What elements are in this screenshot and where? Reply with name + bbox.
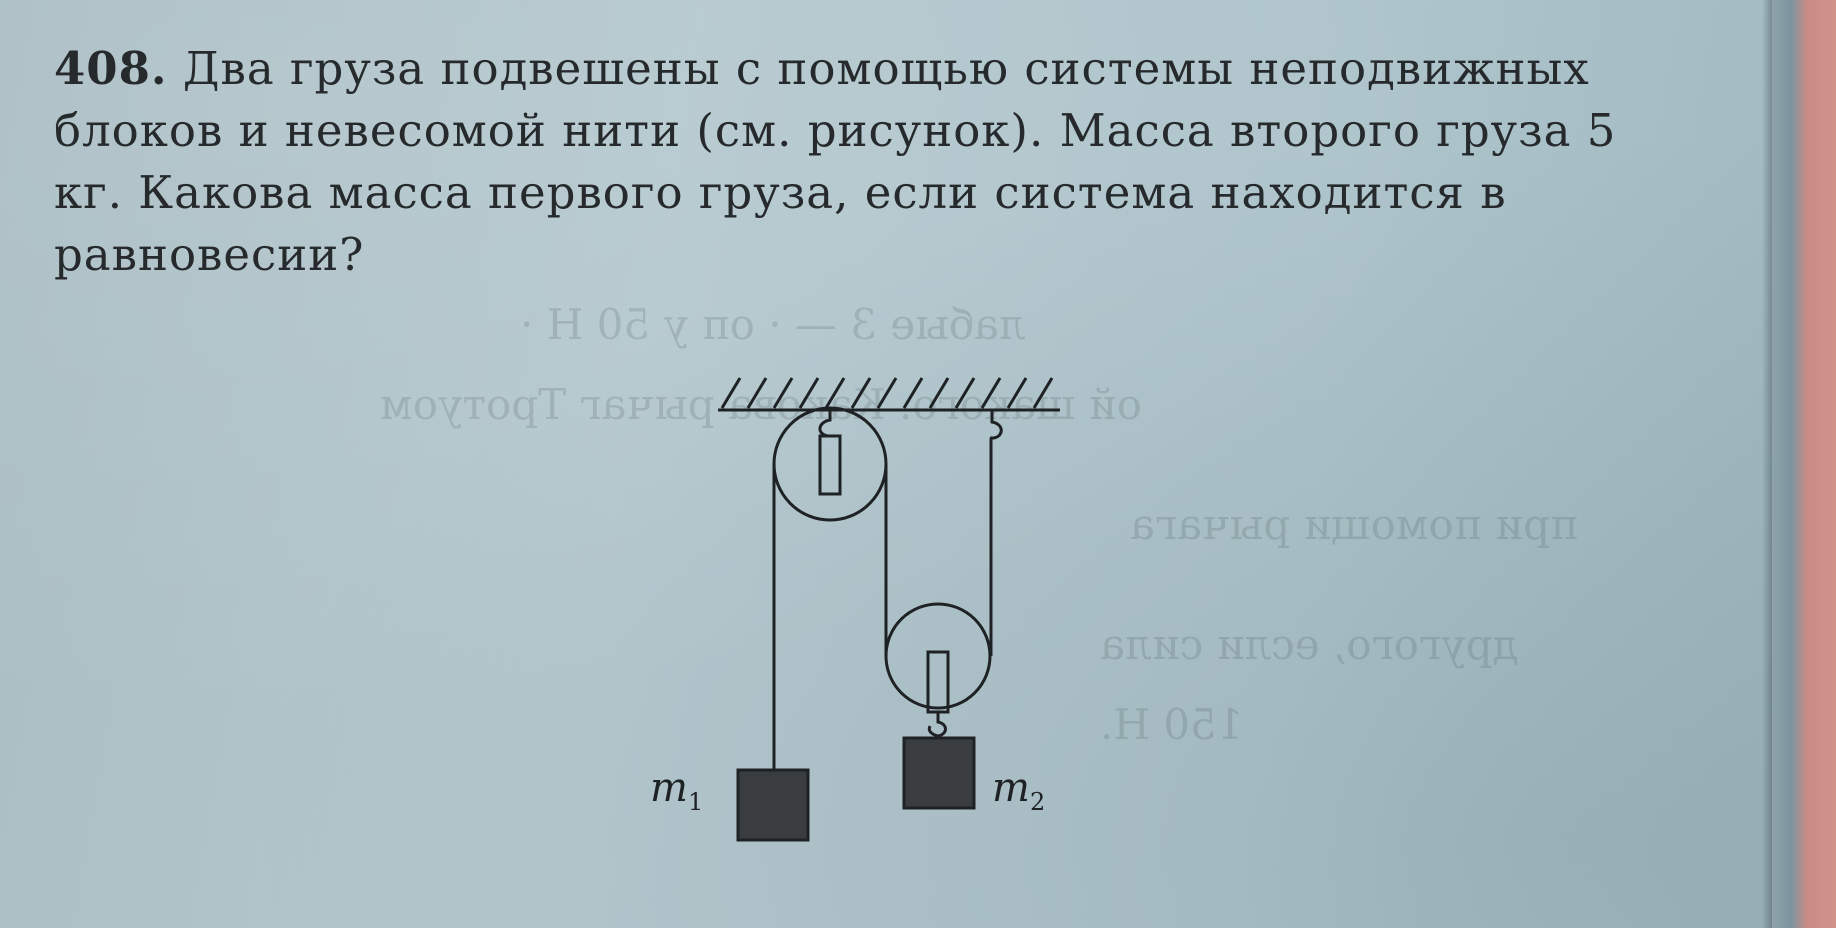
upper-hook bbox=[818, 410, 832, 438]
upper-bracket bbox=[818, 434, 842, 496]
lower-bracket bbox=[926, 650, 950, 714]
pulley-figure: m1 m2 bbox=[640, 360, 1080, 860]
pulley-diagram bbox=[718, 377, 1060, 842]
bleed-through-line: лабые 3 — · оп у 50 Н · bbox=[520, 300, 1026, 349]
problem-number: 408. bbox=[54, 42, 168, 95]
ceiling-rope-hook bbox=[990, 410, 1003, 440]
mass-1-index: 1 bbox=[687, 788, 704, 816]
page-fold-shadow bbox=[1762, 0, 1772, 928]
book-edge bbox=[1772, 0, 1836, 928]
mass-2-index: 2 bbox=[1029, 788, 1046, 816]
mass-2-label: m2 bbox=[992, 765, 1045, 816]
problem-text-block: 408. Два груза подвешены с помощью систе… bbox=[54, 38, 1624, 286]
bleed-through-line: 150 Н. bbox=[1100, 700, 1244, 749]
upper-pulley bbox=[772, 406, 888, 522]
problem-statement: Два груза подвешены с помощью системы не… bbox=[54, 42, 1617, 281]
mass-2-symbol: m bbox=[992, 765, 1030, 811]
lower-pulley bbox=[884, 602, 992, 710]
lower-hook bbox=[927, 712, 947, 738]
mass-1-label: m1 bbox=[650, 765, 703, 816]
mass-1-symbol: m bbox=[650, 765, 688, 811]
mass-1-block bbox=[736, 768, 810, 842]
mass-2-block bbox=[902, 736, 976, 810]
bleed-through-line: другого, если сила bbox=[1100, 620, 1519, 669]
bleed-through-line: при помощи рычага bbox=[1130, 500, 1579, 549]
ceiling-hatching bbox=[720, 377, 1054, 409]
